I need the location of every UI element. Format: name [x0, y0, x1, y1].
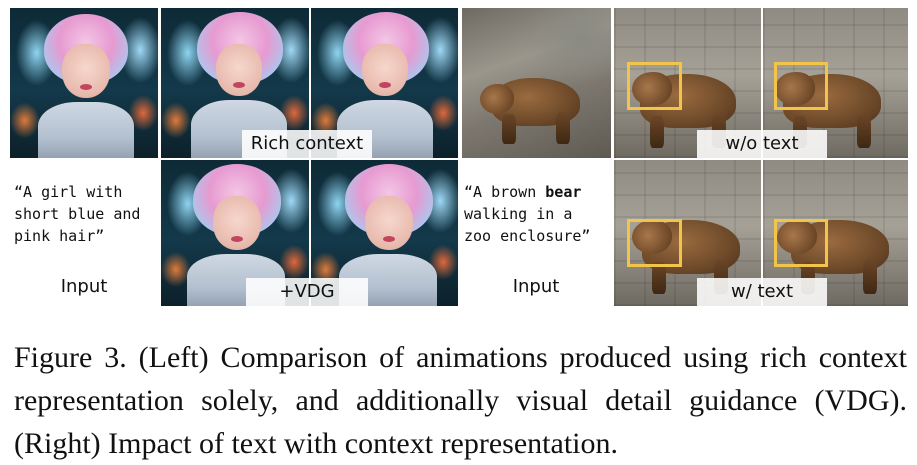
bear-without-text-highlight-1	[627, 62, 682, 110]
bear-with-text-highlight-2	[774, 219, 828, 267]
bear-prompt-keyword: bear	[545, 183, 582, 201]
bear-without-text-highlight-2	[774, 62, 828, 110]
girl-prompt-line-3: pink hair”	[14, 227, 105, 245]
bear-input-label: Input	[512, 276, 560, 297]
bear-prompt-line-1: “A brown	[464, 183, 546, 201]
girl-input-label: Input	[60, 276, 108, 297]
girl-input-image	[10, 8, 158, 158]
girl-prompt-line-1: “A girl with	[14, 183, 123, 201]
rich-context-label: Rich context	[242, 130, 372, 158]
bear-prompt: “A brown bear walking in a zoo enclosure…	[464, 181, 590, 247]
vdg-label: +VDG	[246, 278, 368, 306]
girl-prompt-line-2: short blue and	[14, 205, 141, 223]
bear-prompt-line-2: walking in a	[464, 205, 573, 223]
bear-without-text-frame-2	[763, 8, 908, 158]
bear-input-image	[462, 8, 611, 158]
girl-rich-context-frame-1	[161, 8, 309, 158]
without-text-label: w/o text	[697, 130, 827, 158]
girl-prompt: “A girl with short blue and pink hair”	[14, 181, 140, 247]
figure-caption: Figure 3. (Left) Comparison of animation…	[14, 341, 907, 460]
bear-prompt-line-3: zoo enclosure”	[464, 227, 591, 245]
with-text-label: w/ text	[697, 278, 827, 306]
bear-with-text-highlight-1	[627, 219, 682, 267]
bear-with-text-frame-2	[763, 160, 908, 306]
